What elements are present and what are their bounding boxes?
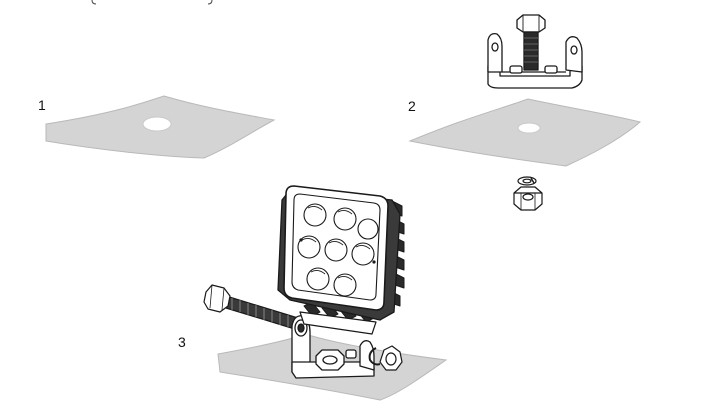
step-3-hex-nut xyxy=(379,345,403,371)
step-2-drilled-hole xyxy=(517,122,541,134)
step-3-bracket xyxy=(291,315,375,379)
step-2-mounting-surface xyxy=(408,98,642,167)
step-3-label: 3 xyxy=(178,334,186,350)
step-2-spring-washer xyxy=(517,176,537,186)
step-1-label: 1 xyxy=(38,97,46,113)
led-2 xyxy=(333,207,357,231)
step-2-hex-nut xyxy=(513,186,543,211)
step-3-work-lamp xyxy=(277,185,405,335)
lamp-led-array xyxy=(297,203,379,297)
step-3-bolt xyxy=(203,284,299,331)
led-7 xyxy=(306,267,330,291)
led-4 xyxy=(297,235,321,259)
led-1 xyxy=(303,203,327,227)
led-6 xyxy=(351,242,375,266)
led-5 xyxy=(324,238,348,262)
step-1-mounting-surface xyxy=(45,95,276,159)
step-3-spring-washer xyxy=(368,347,381,366)
step-2-label: 2 xyxy=(408,98,416,114)
led-3 xyxy=(357,218,379,240)
step-2-bracket-with-bolt xyxy=(487,14,583,89)
led-8 xyxy=(333,273,357,297)
top-edge-remnant xyxy=(91,0,213,5)
step-1-drilled-hole xyxy=(142,116,172,132)
